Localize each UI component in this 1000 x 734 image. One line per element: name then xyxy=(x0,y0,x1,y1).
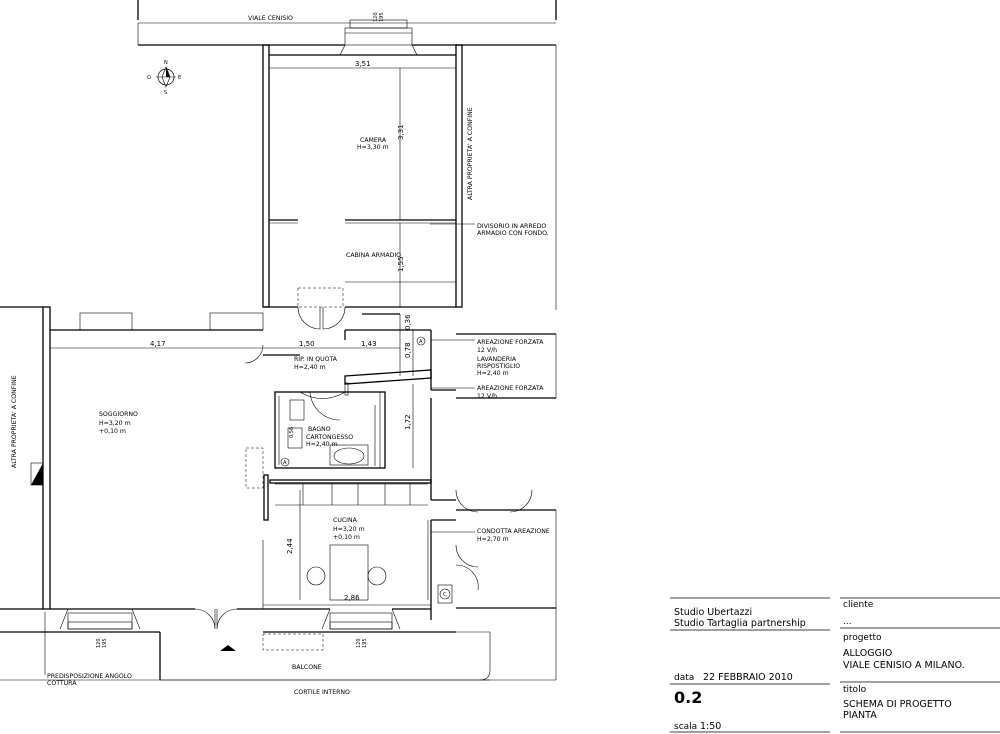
tb-studio1: Studio Ubertazzi xyxy=(674,607,752,618)
room-soggiorno: SOGGIORNO xyxy=(99,411,138,418)
dim-036: 0,36 xyxy=(404,314,412,330)
win-right-b: 195 xyxy=(362,638,368,648)
room-camera: CAMERA xyxy=(360,137,387,144)
dim-056: 0,56 xyxy=(289,427,295,438)
room-cucina: CUCINA xyxy=(333,517,358,524)
dim-286: 2,86 xyxy=(344,594,360,602)
svg-text:A: A xyxy=(419,339,423,345)
title-block: Studio Ubertazzi Studio Tartaglia partne… xyxy=(670,597,1000,733)
room-lavanderia-2: RISPOSTIGLIO xyxy=(477,363,520,370)
svg-text:C: C xyxy=(443,592,447,598)
tb-scala-value: 1:50 xyxy=(700,721,721,732)
room-soggiorno-height: H=3,20 m xyxy=(99,420,131,427)
note-areazione-b-2: 12 V/h xyxy=(477,393,497,400)
note-divisorio-2: ARMADIO CON FONDO. xyxy=(477,230,549,237)
compass-s: S xyxy=(164,90,167,96)
tb-data-value: 22 FEBBRAIO 2010 xyxy=(703,672,793,683)
room-cucina-offset: +0,10 m xyxy=(333,534,360,541)
tb-scala-label: scala xyxy=(674,722,697,732)
room-ripostiglio: RIP. IN QUOTA xyxy=(294,356,338,363)
bagno-walls xyxy=(274,382,386,469)
note-areazione-b-1: AREAZIONE FORZATA xyxy=(477,385,544,392)
dim-331: 3,31 xyxy=(397,124,405,140)
room-camera-height: H=3,30 m xyxy=(357,144,389,151)
tb-titolo-2: PIANTA xyxy=(843,710,877,721)
compass-o: O xyxy=(147,75,151,81)
street-bottom: CORTILE INTERNO xyxy=(294,689,350,696)
tb-cliente-value: ... xyxy=(843,617,852,627)
dim-150: 1,50 xyxy=(299,340,315,348)
compass-n: N xyxy=(164,60,168,66)
room-bagno-note: CARTONGESSO xyxy=(306,434,353,441)
room-soggiorno-offset: +0,10 m xyxy=(99,428,126,435)
dim-244: 2,44 xyxy=(286,538,294,554)
tb-data-label: data xyxy=(674,673,694,683)
room-lavanderia: LAVANDERIA xyxy=(477,356,517,363)
win-top-b: 195 xyxy=(379,12,385,22)
marker-a-bagno: A xyxy=(280,457,290,467)
win-top-a: 120 xyxy=(373,12,379,22)
room-bagno: BAGNO xyxy=(308,426,331,433)
dimension-lines xyxy=(50,330,431,606)
win-right-a: 120 xyxy=(356,638,362,648)
tb-progetto-label: progetto xyxy=(843,633,882,643)
note-angolo-2: COTTURA xyxy=(47,680,77,687)
dim-351: 3,51 xyxy=(355,60,371,68)
ripostiglio-walls xyxy=(263,314,432,385)
note-angolo-1: PREDISPOSIZIONE ANGOLO xyxy=(47,673,132,680)
dim-155: 1,55 xyxy=(397,256,405,272)
tb-titolo-1: SCHEMA DI PROGETTO xyxy=(843,699,952,710)
balcony-label: BALCONE xyxy=(292,664,322,671)
compass-icon: N E S O xyxy=(147,60,181,96)
doors xyxy=(194,306,533,630)
win-left-a: 120 xyxy=(96,638,102,648)
room-cucina-height: H=3,20 m xyxy=(333,526,365,533)
tb-studio2: Studio Tartaglia partnership xyxy=(674,618,806,629)
boundary-left: ALTRA PROPRIETA' A CONFINE xyxy=(11,375,18,468)
room-ripostiglio-height: H=2,40 m xyxy=(294,364,326,371)
note-areazione-a-2: 12 V/h xyxy=(477,347,497,354)
dim-143: 1,43 xyxy=(361,340,377,348)
entrance-arrow-icon xyxy=(220,645,236,651)
bottom-walls xyxy=(0,608,557,681)
marker-c: C xyxy=(437,584,453,604)
note-condotta-1: CONDOTTA AREAZIONE xyxy=(477,528,550,535)
room-lavanderia-height: H=2,40 m xyxy=(477,370,509,377)
cucina-walls xyxy=(262,474,432,609)
boundary-right: ALTRA PROPRIETA' A CONFINE xyxy=(467,107,474,200)
note-areazione-a-1: AREAZIONE FORZATA xyxy=(477,339,544,346)
main-walls xyxy=(0,306,557,620)
stove-hatch xyxy=(30,462,44,486)
compass-e: E xyxy=(178,75,181,81)
room-cabina: CABINA ARMADIO xyxy=(346,252,401,259)
note-divisorio-1: DIVISORIO IN ARREDO xyxy=(477,223,546,230)
dim-172: 1,72 xyxy=(404,414,412,430)
camera-block xyxy=(262,19,463,308)
tb-progetto-1: ALLOGGIO xyxy=(843,648,892,659)
svg-text:A: A xyxy=(283,460,287,466)
room-bagno-height: H=2,40 m xyxy=(306,441,338,448)
marker-a-top: A xyxy=(416,336,426,346)
street-top: VIALE CENISIO xyxy=(248,15,293,22)
win-left-b: 195 xyxy=(102,638,108,648)
tb-cliente-label: cliente xyxy=(843,600,874,610)
tb-sheet: 0.2 xyxy=(674,688,702,707)
note-condotta-2: H=2,70 m xyxy=(477,536,509,543)
dim-078: 0,78 xyxy=(404,342,412,358)
tb-progetto-2: VIALE CENISIO A MILANO. xyxy=(843,660,965,671)
street-boundaries xyxy=(137,0,557,310)
dim-417: 4,17 xyxy=(150,340,166,348)
tb-titolo-label: titolo xyxy=(843,685,867,695)
